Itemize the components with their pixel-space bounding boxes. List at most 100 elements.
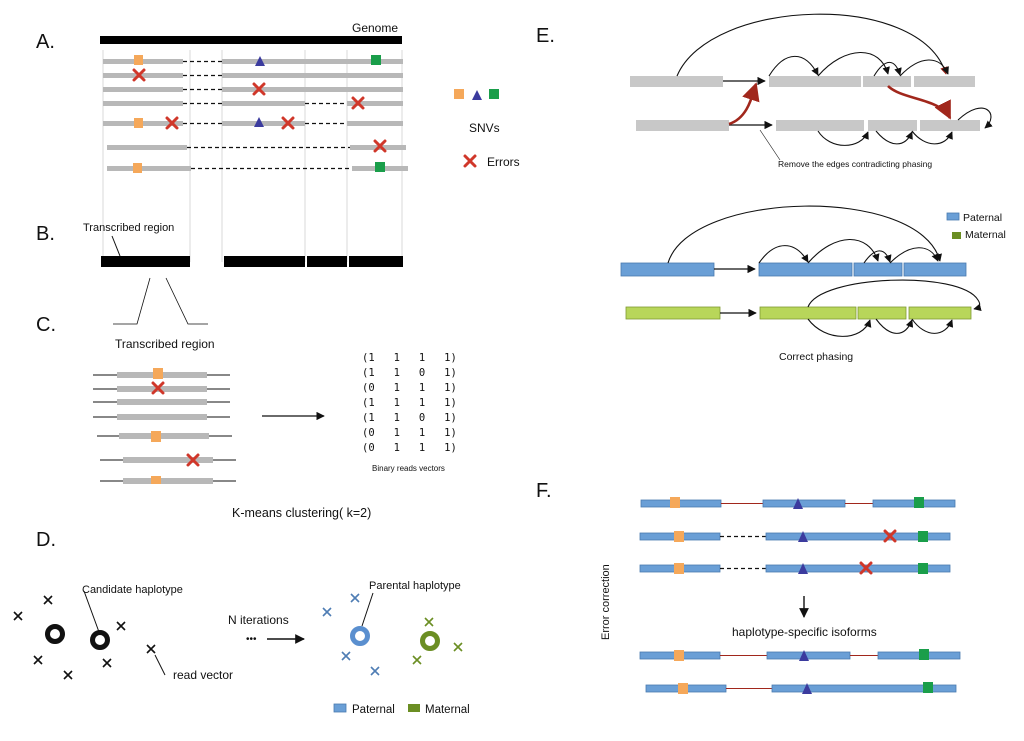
exon-block-2 xyxy=(224,256,305,267)
snv-green-square-icon xyxy=(489,89,499,99)
panel-e-label: E. xyxy=(536,25,555,47)
legend-paternal-e: Paternal xyxy=(963,212,1002,224)
matrix-row: (0 1 1 1) xyxy=(362,427,457,439)
snv-square-icon xyxy=(134,55,143,65)
f-isoform-2 xyxy=(645,682,957,694)
snv-square-icon xyxy=(674,563,684,574)
iteration-dots: ••• xyxy=(246,634,257,645)
paternal-swatch xyxy=(333,703,347,713)
snv-square-icon xyxy=(454,89,464,99)
parental-pointer xyxy=(361,592,374,627)
exon-guides xyxy=(102,50,403,262)
snv-square-icon xyxy=(674,531,684,542)
maternal-swatch xyxy=(408,704,420,712)
snv-green-square-icon xyxy=(914,497,924,508)
read-row-7 xyxy=(107,162,408,173)
panel-e: E. xyxy=(536,13,1006,363)
panel-c: C. Transcribed region (1 1 1 1) (1 1 0 1… xyxy=(36,277,457,520)
remove-edges-label: Remove the edges contradicting phasing xyxy=(778,159,932,169)
paternal-reads xyxy=(322,593,380,676)
maternal-reads xyxy=(412,617,463,665)
pointer-line xyxy=(111,235,121,257)
exon-block-4 xyxy=(349,256,403,267)
remove-edges-pointer xyxy=(759,129,781,161)
correct-phasing-label: Correct phasing xyxy=(779,351,853,363)
maternal-swatch xyxy=(952,232,961,239)
f-read-1 xyxy=(640,497,956,509)
f-isoform-1 xyxy=(639,649,961,661)
legend-maternal-e: Maternal xyxy=(965,229,1006,241)
panel-a-label: A. xyxy=(36,31,55,53)
candidate-haplotype-label: Candidate haplotype xyxy=(82,584,183,596)
read-row-2 xyxy=(103,68,403,82)
snv-square-icon xyxy=(134,118,143,128)
zoom-line-left xyxy=(113,277,151,325)
snv-triangle-icon xyxy=(798,531,808,542)
snv-triangle-icon xyxy=(793,498,803,509)
splice-graph-gray-1 xyxy=(630,13,975,87)
region-reads xyxy=(93,368,236,484)
panel-b-label: B. xyxy=(36,223,55,245)
read-row-5 xyxy=(103,116,403,130)
iterations-label: N iterations xyxy=(228,613,289,627)
errors-label: Errors xyxy=(487,155,520,169)
panel-d-label: D. xyxy=(36,529,56,551)
snvs-label: SNVs xyxy=(469,121,500,135)
snv-green-square-icon xyxy=(918,531,928,542)
legend-maternal-d: Maternal xyxy=(425,704,470,716)
read-vector-pointer xyxy=(154,654,166,676)
paternal-haplotype-icon xyxy=(350,626,370,646)
genome-label: Genome xyxy=(352,21,398,35)
matrix-row: (0 1 1 1) xyxy=(362,382,457,394)
panel-b: B. Transcribed region xyxy=(36,222,403,267)
snv-square-icon xyxy=(674,650,684,661)
snv-triangle-icon xyxy=(472,90,482,100)
splice-graph-gray-2 xyxy=(636,107,993,146)
maternal-splice-graph xyxy=(625,279,982,337)
snv-square-icon xyxy=(670,497,680,508)
snv-square-icon xyxy=(678,683,688,694)
candidate-haplotype-1 xyxy=(45,624,65,644)
exon-block-3 xyxy=(307,256,347,267)
snv-green-square-icon xyxy=(919,649,929,660)
candidate-pointer xyxy=(83,590,100,633)
matrix-row: (1 1 1 1) xyxy=(362,397,457,409)
snv-triangle-icon xyxy=(254,117,264,127)
contradicting-edge-1 xyxy=(728,82,760,126)
zoom-line-right xyxy=(165,277,208,325)
transcribed-region-label-c: Transcribed region xyxy=(115,337,215,351)
panel-f-label: F. xyxy=(536,480,552,502)
read-vector-marks xyxy=(13,595,156,680)
read-row-3 xyxy=(103,82,403,96)
matrix-row: (1 1 0 1) xyxy=(362,367,457,379)
transcribed-region-label-b: Transcribed region xyxy=(83,222,174,234)
f-read-3 xyxy=(639,561,951,575)
binary-matrix: (1 1 1 1) (1 1 0 1) (0 1 1 1) (1 1 1 1) … xyxy=(362,352,457,473)
exon-block-1 xyxy=(101,256,190,267)
panel-a: A. Genome xyxy=(36,21,520,262)
panel-c-label: C. xyxy=(36,314,56,336)
contradicting-edge-2 xyxy=(887,85,952,120)
matrix-row: (0 1 1 1) xyxy=(362,442,457,454)
snv-square-icon xyxy=(151,431,161,442)
read-row-6 xyxy=(107,139,406,153)
snv-triangle-icon xyxy=(798,563,808,574)
paternal-splice-graph xyxy=(620,205,967,277)
error-x-icon xyxy=(463,154,477,168)
snv-square-icon xyxy=(151,476,161,484)
parental-haplotype-label: Parental haplotype xyxy=(369,580,461,592)
kmeans-label: K-means clustering( k=2) xyxy=(232,506,371,520)
snv-legend: SNVs Errors xyxy=(454,89,520,169)
candidate-haplotype-2 xyxy=(90,630,110,650)
snv-green-square-icon xyxy=(918,563,928,574)
snv-square-icon xyxy=(153,368,163,379)
snv-green-square-icon xyxy=(923,682,933,693)
read-row-1 xyxy=(103,55,403,66)
panel-f: F. Error correction xyxy=(536,480,961,694)
paternal-swatch xyxy=(946,212,960,221)
snv-triangle-icon xyxy=(255,56,265,66)
isoforms-label: haplotype-specific isoforms xyxy=(732,625,877,639)
f-read-2 xyxy=(639,529,951,543)
matrix-row: (1 1 1 1) xyxy=(362,352,457,364)
snv-triangle-icon xyxy=(802,683,812,694)
